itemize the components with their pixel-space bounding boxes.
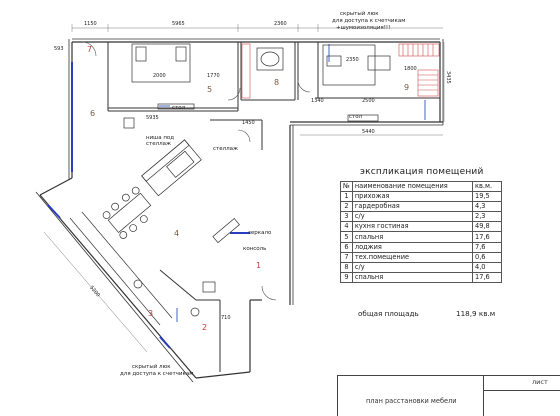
row-name: гардеробная <box>351 201 474 213</box>
shelving-note: стеллаж <box>213 146 238 152</box>
room-number-3: 3 <box>148 309 153 318</box>
room-number-1: 1 <box>256 261 261 270</box>
sheet-label: лист <box>532 378 548 386</box>
row-area: 17,6 <box>472 271 502 283</box>
dimension-lines <box>43 24 445 353</box>
row-name: тех.помещение <box>351 251 474 263</box>
bench-note: стол <box>172 105 186 111</box>
row-name: с/у <box>351 211 474 223</box>
dim-label: 5440 <box>362 129 375 135</box>
room-number-4: 4 <box>174 229 179 238</box>
row-name: с/у <box>351 261 474 273</box>
niche-note: стеллаж <box>146 141 171 147</box>
wardrobe-hatch <box>241 43 440 99</box>
row-num: 5 <box>340 231 353 243</box>
header-area: кв.м. <box>472 180 502 193</box>
title-block-divider <box>483 390 484 416</box>
total-area-value: 118,9 кв.м <box>456 309 496 318</box>
row-area: 4,3 <box>472 201 502 213</box>
niche-note: ниша под <box>146 135 174 141</box>
header-num: № <box>340 180 353 193</box>
row-area: 0,6 <box>472 251 502 263</box>
row-area: 17,6 <box>472 231 502 243</box>
row-num: 4 <box>340 221 353 233</box>
hatch-note-bottom: для доступа к счетчикам <box>120 371 193 377</box>
room-number-2: 2 <box>202 323 207 332</box>
dim-label: 5965 <box>172 21 185 27</box>
walls <box>35 38 444 383</box>
glass-accents <box>159 44 426 322</box>
row-area: 49,8 <box>472 221 502 233</box>
dim-label: 5200 <box>88 285 101 299</box>
dim-label: 5935 <box>146 115 159 121</box>
dim-label: 1770 <box>207 73 220 79</box>
dim-label: 1340 <box>311 98 324 104</box>
windows <box>47 62 250 349</box>
dim-label: 710 <box>221 315 231 321</box>
sheet-cell: лист <box>483 376 560 391</box>
row-name: кухня гостиная <box>351 221 474 233</box>
row-area: 2,3 <box>472 211 502 223</box>
dim-label: 2350 <box>346 57 359 63</box>
explication-table: экспликация помещений № наименование пом… <box>340 167 502 283</box>
dim-label: 3435 <box>445 71 451 84</box>
dim-label: 2500 <box>362 98 375 104</box>
dim-label: 1450 <box>242 120 255 126</box>
furniture <box>69 43 391 326</box>
mirror-note: зеркало <box>248 230 272 236</box>
dim-label: 1800 <box>404 66 417 72</box>
row-num: 9 <box>340 271 353 283</box>
room-number-5: 5 <box>207 85 212 94</box>
console-note: консоль <box>243 246 266 252</box>
hatch-note-top: +шумоизоляция!!! <box>336 25 390 31</box>
row-name: прихожая <box>351 191 474 203</box>
row-area: 7,6 <box>472 241 502 253</box>
row-num: 1 <box>340 191 353 203</box>
doors <box>81 41 311 301</box>
explication-title: экспликация помещений <box>360 167 484 177</box>
table-header-row: № наименование помещения кв.м. <box>340 180 502 193</box>
room-number-6: 6 <box>90 109 95 118</box>
total-area-label: общая площадь <box>358 309 419 318</box>
dim-label: 593 <box>54 46 64 52</box>
title-block: лист план расстановки мебели <box>337 375 560 416</box>
drawing-name: план расстановки мебели <box>366 397 457 405</box>
room-number-8: 8 <box>274 78 279 87</box>
room-number-9: 9 <box>404 83 409 92</box>
row-num: 7 <box>340 251 353 263</box>
row-num: 2 <box>340 201 353 213</box>
row-num: 8 <box>340 261 353 273</box>
hatch-note-top: скрытый люк <box>340 10 379 17</box>
row-num: 6 <box>340 241 353 253</box>
bench-note: стол <box>349 114 363 120</box>
room-number-7: 7 <box>87 45 92 54</box>
header-name: наименование помещения <box>351 180 474 193</box>
row-area: 19,5 <box>472 191 502 203</box>
row-num: 3 <box>340 211 353 223</box>
row-area: 4,0 <box>472 261 502 273</box>
hatch-note-top: для доступа к счетчикам <box>332 18 405 24</box>
interior-walls <box>107 42 440 372</box>
dim-label: 2360 <box>274 21 287 27</box>
row-name: лоджия <box>351 241 474 253</box>
dim-label: 2000 <box>153 73 166 79</box>
dim-label: 1150 <box>84 21 97 27</box>
hatch-note-bottom: скрытый люк <box>132 363 171 370</box>
row-name: спальня <box>351 271 474 283</box>
row-name: спальня <box>351 231 474 243</box>
